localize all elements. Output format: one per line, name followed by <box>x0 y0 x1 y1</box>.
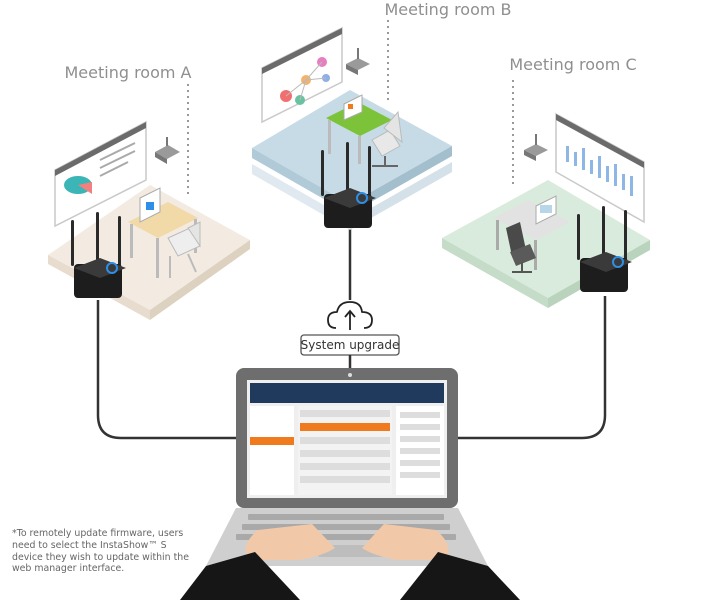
projector-icon <box>524 134 548 161</box>
footnote-line: device they wish to update within the <box>12 551 189 563</box>
right-hand <box>362 524 449 560</box>
cloud-upload-icon <box>327 301 373 330</box>
footnote: *To remotely update firmware, users need… <box>12 528 202 575</box>
highlighted-firmware-row <box>300 423 390 431</box>
right-sleeve <box>400 552 520 600</box>
room-c-label: Meeting room C <box>509 55 636 74</box>
meeting-room-c: Meeting room C <box>442 55 650 308</box>
whiteboard-a <box>54 120 147 228</box>
desk-b <box>326 94 403 167</box>
projector-icon <box>346 48 370 75</box>
meeting-room-b: Meeting room B <box>252 0 512 230</box>
laptop-icon <box>180 368 520 600</box>
cable-room-c <box>458 296 607 440</box>
meeting-room-a: Meeting room A <box>48 63 250 320</box>
left-sleeve <box>180 552 300 600</box>
cables <box>96 222 607 440</box>
screen-header-bar <box>250 383 444 403</box>
selected-device-row <box>250 437 294 445</box>
room-a-label: Meeting room A <box>64 63 191 82</box>
desk-a <box>128 187 201 278</box>
footnote-line: web manager interface. <box>12 563 125 575</box>
footnote-line: need to select the InstaShow™ S <box>12 539 167 551</box>
left-hand <box>245 524 335 560</box>
system-upgrade-label: System upgrade <box>301 338 400 352</box>
whiteboard-c <box>555 112 645 224</box>
projector-icon <box>155 137 180 164</box>
desk-c <box>494 195 570 273</box>
cable-room-a <box>96 300 238 440</box>
system-upgrade-badge: System upgrade <box>300 334 400 356</box>
label-leaders <box>187 20 514 194</box>
room-b-label: Meeting room B <box>384 0 511 19</box>
footnote-line: *To remotely update firmware, users <box>12 528 184 539</box>
whiteboard-b <box>261 26 343 124</box>
